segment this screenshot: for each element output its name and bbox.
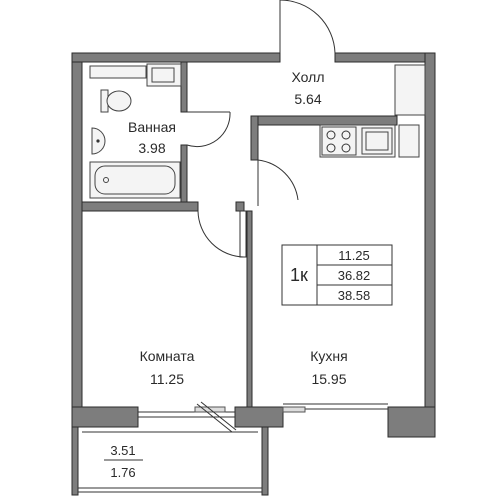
bathroom-fixtures (89, 63, 182, 199)
fridge-icon (394, 64, 426, 116)
bathroom-area: 3.98 (138, 140, 165, 156)
wall-bath-bottom (81, 201, 199, 212)
room-door[interactable] (197, 210, 247, 258)
kitchen-fixtures (319, 64, 426, 158)
wall-bath-right-bottom (180, 144, 188, 203)
hall-area: 5.64 (294, 91, 321, 107)
washer-icon (146, 63, 182, 87)
wall-right (424, 52, 436, 438)
wall-bottom-mid (234, 406, 284, 428)
cabinet-icon (398, 124, 420, 158)
room-area: 11.25 (150, 371, 184, 387)
balcony-area-full: 3.51 (110, 443, 135, 458)
hall-name: Холл (292, 69, 325, 85)
total-with-balcony: 38.58 (338, 288, 371, 303)
bathtub-icon (89, 161, 181, 199)
room-labels: Холл 5.64 Ванная 3.98 Комната 11.25 Кухн… (104, 69, 348, 480)
kitchen-door[interactable] (257, 159, 299, 206)
bathroom-name: Ванная (128, 119, 176, 135)
wall-top-left (71, 52, 281, 63)
wall-stub (235, 201, 245, 212)
balcony-left-wall (71, 426, 79, 496)
summary-box: 1к 11.25 36.82 38.58 (281, 244, 393, 306)
stove-icon (321, 126, 357, 156)
interior-walls (81, 61, 398, 408)
bath-shelf (89, 65, 147, 79)
entrance-door[interactable] (279, 0, 336, 54)
kitchen-name: Кухня (310, 348, 347, 364)
balcony (71, 426, 269, 496)
wall-hall-kitchen (250, 115, 398, 126)
room-name: Комната (140, 348, 195, 364)
toilet-icon (106, 90, 132, 112)
apartment-type: 1к (290, 265, 308, 285)
balcony-door[interactable] (196, 401, 237, 433)
wall-bottom-left (71, 406, 139, 428)
balcony-right-wall (261, 426, 269, 496)
summary-frame (281, 244, 393, 306)
wall-bath-right-top (180, 61, 188, 113)
balcony-area-reduced: 1.76 (110, 465, 135, 480)
wall-hall-kitchen-jamb (250, 115, 259, 161)
living-area: 11.25 (338, 248, 370, 263)
bathroom-door[interactable] (186, 111, 231, 148)
outer-walls (71, 52, 436, 438)
total-area: 36.82 (338, 268, 371, 283)
wall-room-kitchen (246, 210, 253, 408)
wall-bottom-right (387, 406, 436, 438)
wall-top-right (334, 52, 436, 63)
kitchen-area: 15.95 (311, 371, 346, 387)
wall-left (71, 52, 83, 428)
